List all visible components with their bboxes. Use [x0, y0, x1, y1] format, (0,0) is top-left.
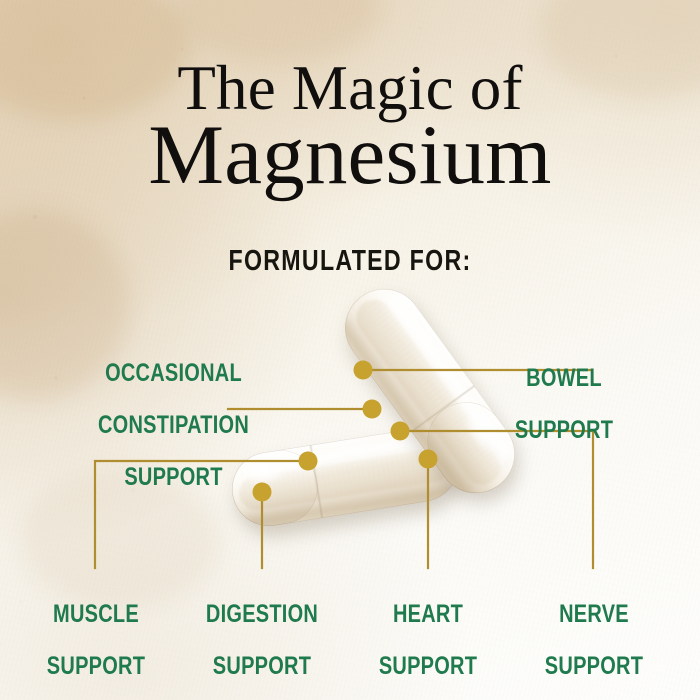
callout-label-constipation-line-3: SUPPORT: [124, 463, 223, 491]
callout-label-digestion-line-1: DIGESTION: [205, 600, 319, 628]
callout-label-digestion-line-2: SUPPORT: [212, 652, 312, 680]
callout-label-constipation-line-1: OCCASIONAL: [105, 359, 242, 387]
callout-label-constipation-support: OCCASIONAL CONSTIPATION SUPPORT: [56, 334, 291, 516]
callout-label-muscle-line-1: MUSCLE: [53, 600, 139, 628]
callout-dot-constipation: [362, 399, 382, 419]
callout-dots: [252, 360, 438, 502]
callout-label-bowel-line-1: BOWEL: [526, 364, 602, 392]
callout-dot-digestion: [252, 482, 272, 502]
callout-label-digestion-support: DIGESTION SUPPORT: [166, 575, 358, 700]
callout-dot-heart: [418, 449, 438, 469]
callout-label-bowel-line-2: SUPPORT: [514, 416, 614, 444]
callout-dot-muscle: [298, 451, 318, 471]
callout-label-nerve-line-2: SUPPORT: [544, 652, 644, 680]
callout-label-muscle-support: MUSCLE SUPPORT: [10, 575, 182, 700]
callout-label-nerve-support: NERVE SUPPORT: [506, 575, 682, 700]
callout-label-constipation-line-2: CONSTIPATION: [97, 411, 250, 439]
callout-dot-nerve: [390, 421, 410, 441]
connector-line-nerve: [398, 429, 595, 570]
subtitle-formulated-for: FORMULATED FOR:: [228, 245, 472, 277]
callout-dot-bowel: [353, 360, 373, 380]
connector-line-muscle: [93, 459, 310, 570]
page-title-line-1: The Magic of: [177, 53, 523, 123]
callout-label-nerve-line-1: NERVE: [559, 600, 629, 628]
callout-label-heart-line-2: SUPPORT: [378, 652, 478, 680]
callout-label-bowel-support: BOWEL SUPPORT: [468, 339, 660, 469]
page-title-line-2: Magnesium: [148, 108, 552, 202]
callout-label-heart-support: HEART SUPPORT: [340, 575, 516, 700]
callout-label-muscle-line-2: SUPPORT: [46, 652, 146, 680]
callout-label-heart-line-1: HEART: [392, 600, 464, 628]
